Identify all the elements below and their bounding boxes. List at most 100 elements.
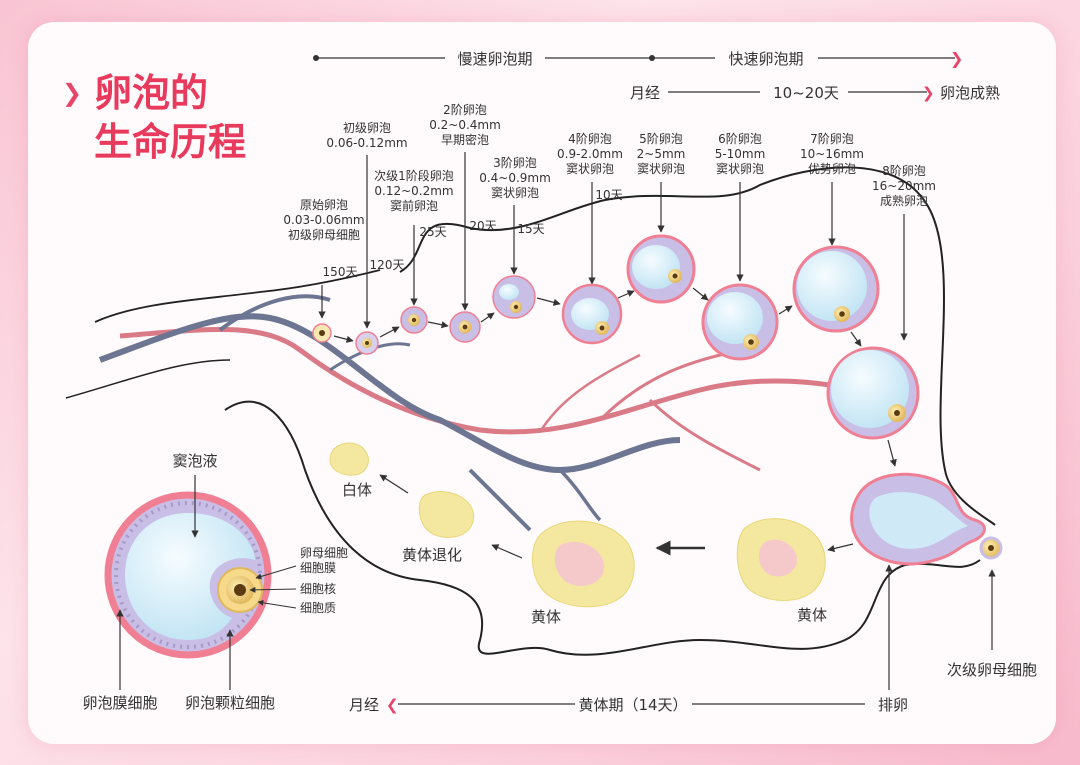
follicle-label-3: 次级1阶段卵泡 0.12~0.2mm 窦前卵泡 25天 <box>374 168 454 239</box>
follicle-label-1: 原始卵泡 0.03-0.06mm 初级卵母细胞 150天 <box>283 198 364 279</box>
follicle-detail <box>104 491 272 659</box>
follicle-secondary <box>400 306 428 334</box>
corpus-luteum-label-2: 黄体 <box>531 608 561 626</box>
follicle-size: 0.2~0.4mm <box>429 118 501 132</box>
follicle-days: 150天 <box>323 265 358 279</box>
bottom-arrow-icon: ❮ <box>386 696 399 714</box>
fast-phase-label: 快速卵泡期 <box>728 50 803 68</box>
follicle-name: 4阶卵泡 <box>568 132 612 146</box>
follicle-label-5: 3阶卵泡 0.4~0.9mm 窦状卵泡 15天 <box>479 156 551 236</box>
follicle-name: 6阶卵泡 <box>718 132 762 146</box>
artery <box>119 327 881 435</box>
follicle-desc: 优势卵泡 <box>808 162 856 176</box>
follicle-name: 初级卵泡 <box>343 121 391 135</box>
follicle-stage-2 <box>449 311 481 343</box>
pointer-arrows <box>318 152 908 341</box>
ligament-outline <box>94 269 381 323</box>
luteal-phase-label: 黄体期（14天） <box>578 696 687 714</box>
follicle-desc: 窦状卵泡 <box>566 162 614 176</box>
luteal-arrow <box>827 543 854 552</box>
membrane-label: 细胞膜 <box>300 561 336 575</box>
follicle-desc: 早期密泡 <box>441 132 489 147</box>
vein <box>218 294 331 332</box>
follicle-name: 次级1阶段卵泡 <box>374 168 454 183</box>
vein <box>558 468 602 522</box>
ovary-outline-lower <box>224 400 981 656</box>
regression-label: 黄体退化 <box>402 546 462 564</box>
corpus-albicans <box>329 442 369 476</box>
follicle-days: 25天 <box>419 225 446 239</box>
follicle-label-9: 7阶卵泡 10~16mm 优势卵泡 <box>800 132 864 176</box>
ovary-outline <box>399 166 996 526</box>
oocyte-label: 卵母细胞 <box>300 546 348 560</box>
page-title-line1: 卵泡的 <box>94 71 208 115</box>
title-arrow-icon: ❯ <box>62 79 82 107</box>
cycle-menses-label: 月经 <box>630 84 660 102</box>
follicle-size: 0.03-0.06mm <box>283 213 364 227</box>
follicle-size: 5-10mm <box>715 147 766 161</box>
follicle-stage-6 <box>701 283 779 361</box>
bottom-menses-label: 月经 <box>349 696 379 714</box>
artery <box>538 353 641 433</box>
follicle-size: 10~16mm <box>800 147 864 161</box>
detail-pointers <box>249 565 297 609</box>
follicle-primary <box>355 331 379 355</box>
follicle-stage-8 <box>826 346 920 440</box>
follicle-size: 0.06-0.12mm <box>326 136 407 150</box>
follicle-days: 120天 <box>370 258 405 272</box>
ligament-outline <box>65 359 231 399</box>
ruptured-follicle <box>850 472 986 566</box>
ovulation-label: 排卵 <box>878 696 908 714</box>
follicle-name: 7阶卵泡 <box>810 132 854 146</box>
follicle-desc: 窦状卵泡 <box>716 162 764 176</box>
follicle-label-8: 6阶卵泡 5-10mm 窦状卵泡 <box>715 132 766 176</box>
luteal-arrow <box>491 544 523 559</box>
cycle-mature-label: 卵泡成熟 <box>940 84 1000 102</box>
follicle-name: 8阶卵泡 <box>882 164 926 178</box>
follicle-size: 0.4~0.9mm <box>479 171 551 185</box>
timeline-dot <box>649 55 655 61</box>
vein <box>98 313 681 474</box>
follicle-desc: 初级卵母细胞 <box>288 228 360 242</box>
follicle-size: 0.9-2.0mm <box>557 147 623 161</box>
cycle-days-label: 10~20天 <box>773 84 839 102</box>
antral-fluid-label: 窦泡液 <box>172 452 217 470</box>
follicle-name: 原始卵泡 <box>300 198 348 212</box>
corpus-luteum-left <box>531 520 635 608</box>
page-title-line2: 生命历程 <box>94 120 246 164</box>
follicle-stage-3 <box>492 275 536 319</box>
follicle-label-6: 4阶卵泡 0.9-2.0mm 窦状卵泡 10天 <box>557 132 623 202</box>
follicle-name: 3阶卵泡 <box>493 156 537 170</box>
follicle-stage-4 <box>561 283 623 345</box>
follicle-desc: 窦状卵泡 <box>491 186 539 200</box>
follicle-desc: 窦状卵泡 <box>637 162 685 176</box>
cytoplasm-label: 细胞质 <box>300 601 336 615</box>
follicle-desc: 窦前卵泡 <box>390 198 438 213</box>
albicans-label: 白体 <box>342 481 372 499</box>
follicle-name: 5阶卵泡 <box>639 132 683 146</box>
follicle-size: 0.12~0.2mm <box>374 184 453 198</box>
secondary-oocyte <box>979 536 1003 560</box>
follicle-size: 16~20mm <box>872 179 936 193</box>
corpus-luteum-label: 黄体 <box>797 606 827 624</box>
growth-arrows <box>333 287 897 467</box>
theca-cells-label: 卵泡膜细胞 <box>82 694 157 712</box>
follicle-label-10: 8阶卵泡 16~20mm 成熟卵泡 <box>872 164 936 208</box>
timeline-end-arrow-icon: ❯ <box>950 49 963 68</box>
luteal-arrow <box>379 474 409 494</box>
nucleus-label: 细胞核 <box>300 582 336 596</box>
follicle-days: 15天 <box>517 222 544 236</box>
follicle-size: 2~5mm <box>637 147 686 161</box>
follicle-days: 10天 <box>595 188 622 202</box>
follicle-label-4: 2阶卵泡 0.2~0.4mm 早期密泡 20天 <box>429 103 501 233</box>
slow-phase-label: 慢速卵泡期 <box>457 50 532 68</box>
timeline-dot <box>313 55 319 61</box>
follicle-stage-5 <box>626 234 696 304</box>
secondary-oocyte-label: 次级卵母细胞 <box>947 661 1037 679</box>
follicle-primordial <box>312 323 332 343</box>
follicle-days: 20天 <box>469 219 496 233</box>
artery <box>648 398 761 472</box>
granulosa-cells-label: 卵泡颗粒细胞 <box>185 694 275 712</box>
follicle-label-2: 初级卵泡 0.06-0.12mm 120天 <box>326 121 407 272</box>
